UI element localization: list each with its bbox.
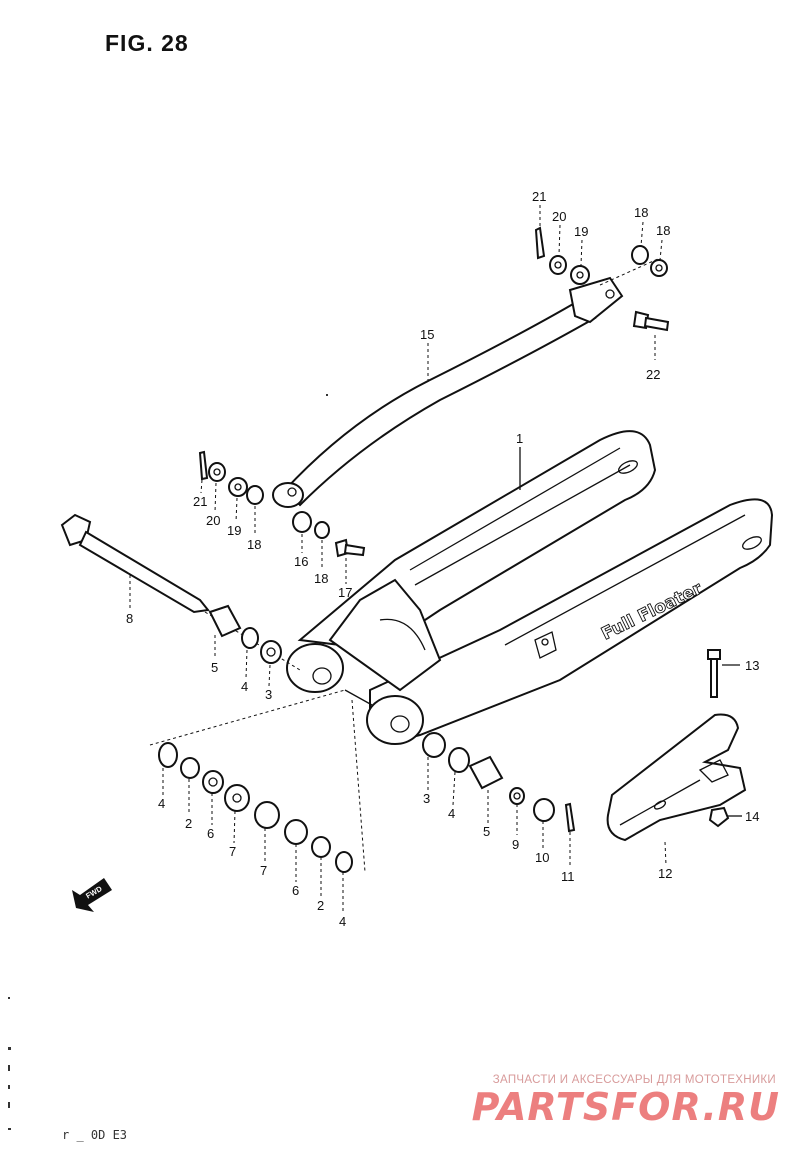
callout-20a: 20 (552, 209, 566, 224)
callout-4b: 4 (158, 796, 165, 811)
callout-5a: 5 (211, 660, 218, 675)
chain-case-bolt (707, 649, 721, 698)
callout-18d: 18 (314, 571, 328, 586)
figure-title: FIG. 28 (105, 30, 189, 56)
callout-4c: 4 (339, 914, 346, 929)
forward-arrow-icon: FWD (72, 878, 112, 912)
watermark-logo: PARTSFOR.RU (471, 1085, 780, 1129)
scan-artifacts (8, 394, 328, 1130)
callout-18c: 18 (247, 537, 261, 552)
callout-16: 16 (294, 554, 308, 569)
callout-11: 11 (561, 869, 575, 884)
callout-13: 13 (745, 658, 759, 673)
callout-5b: 5 (483, 824, 490, 839)
callout-8: 8 (126, 611, 133, 626)
callout-2a: 2 (185, 816, 192, 831)
callout-15: 15 (420, 327, 434, 342)
torque-rod-front-hardware (198, 450, 366, 558)
callout-17: 17 (338, 585, 352, 600)
callout-18b: 18 (656, 223, 670, 238)
callout-19b: 19 (227, 523, 241, 538)
callout-19a: 19 (574, 224, 588, 239)
callout-2b: 2 (317, 898, 324, 913)
callout-7b: 7 (260, 863, 267, 878)
right-bearing-stack (422, 732, 576, 833)
swingarm: Full Floater (286, 430, 774, 745)
callout-10: 10 (535, 850, 549, 865)
callout-21b: 21 (193, 494, 207, 509)
callout-4d: 4 (448, 806, 455, 821)
left-bearing-stack (208, 604, 282, 664)
callout-3b: 3 (423, 791, 430, 806)
watermark-caption: ЗАПЧАСТИ И АКСЕССУАРЫ ДЛЯ МОТОТЕХНИКИ (492, 1074, 776, 1086)
chain-case-nut (708, 806, 730, 828)
callout-6b: 6 (292, 883, 299, 898)
callout-6a: 6 (207, 826, 214, 841)
callout-1: 1 (516, 431, 523, 446)
callout-7a: 7 (229, 844, 236, 859)
callout-12: 12 (658, 866, 672, 881)
leader-lines (129, 205, 742, 912)
callout-9: 9 (512, 837, 519, 852)
callout-3a: 3 (265, 687, 272, 702)
callout-22: 22 (646, 367, 660, 382)
callout-4a: 4 (241, 679, 248, 694)
lower-left-washers (149, 689, 366, 873)
callout-labels: 21 20 19 18 18 22 15 1 21 20 19 18 16 18… (126, 189, 759, 929)
callout-14: 14 (745, 809, 759, 824)
torque-rod (272, 276, 624, 508)
torque-rod-rear-hardware (534, 226, 670, 332)
drawing-code: r _ 0D E3 (62, 1128, 128, 1142)
chain-case (606, 713, 747, 842)
callout-20b: 20 (206, 513, 220, 528)
callout-21a: 21 (532, 189, 546, 204)
pivot-axle-bolt (60, 513, 301, 671)
callout-18a: 18 (634, 205, 648, 220)
